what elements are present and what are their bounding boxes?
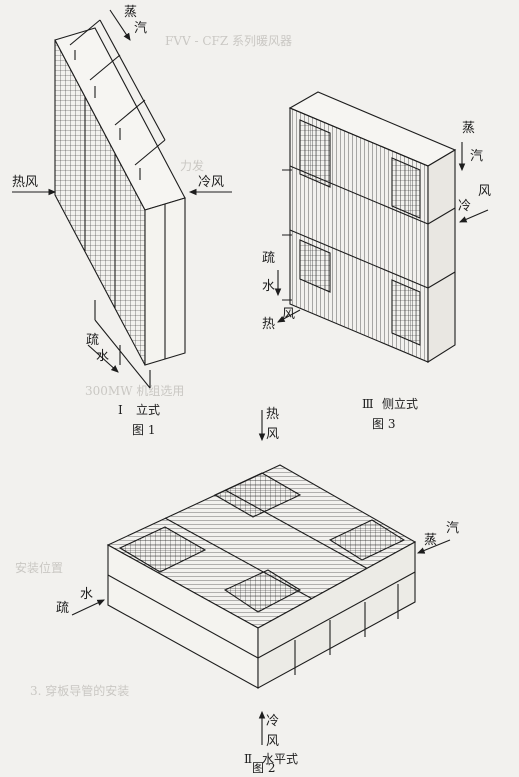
fig3-module-divider — [289, 229, 429, 289]
fig3-grid-zone — [299, 119, 331, 188]
fig1-steam-header — [69, 19, 166, 166]
fig2-module-divider — [224, 489, 371, 571]
fig2-caption-roman: Ⅱ — [244, 752, 252, 766]
fig3-cold-label-1: 冷 — [458, 199, 471, 214]
fig1-drain-label-1: 疏 — [86, 333, 99, 348]
fig1-drain-arrow — [87, 344, 119, 373]
bleed-header: FVV - CFZ 系列暖风器 — [165, 34, 292, 48]
fig3-cold-label-2: 风 — [478, 184, 491, 199]
fig1-steam-label-2: 汽 — [134, 21, 147, 36]
fig3-side-divider — [427, 271, 456, 289]
fig3-side-divider — [427, 207, 456, 225]
fig1-caption-roman: I — [118, 403, 123, 417]
bleed-line-4: 3. 穿板导管的安装 — [30, 683, 129, 698]
fig3-drain-label-1: 疏 — [262, 251, 275, 266]
fig2-drain-label-2: 水 — [80, 587, 93, 602]
fig1-caption-fig: 图 1 — [132, 423, 155, 437]
bleed-line-2: 力发 — [180, 158, 204, 173]
fig1-drain-pipe — [94, 300, 151, 389]
fig1-steam-stubs — [74, 50, 141, 180]
fig3-side-face — [427, 149, 456, 363]
fig2-grid-zone — [118, 526, 207, 573]
fig2-hot-label-2: 风 — [266, 427, 279, 442]
fig2-caption-fig: 图 2 — [252, 761, 275, 773]
figure-1-vertical-heater — [12, 9, 232, 389]
fig3-hot-label-2: 风 — [282, 307, 295, 322]
fig1-steam-arrow — [109, 9, 131, 41]
fig3-steam-label-2: 汽 — [470, 149, 483, 164]
fig2-steam-label-1: 汽 — [446, 521, 459, 536]
fig2-caption-type: 水平式 — [262, 752, 298, 766]
fig2-cold-label-1: 冷 — [266, 714, 279, 729]
fig1-hot-air-label: 热风 — [12, 175, 38, 190]
fig2-pipe-drops — [294, 584, 399, 675]
fig3-caption-roman: Ⅲ — [362, 397, 374, 411]
fig2-layer-line — [107, 574, 259, 659]
figure-3-side-vertical-heater — [274, 91, 489, 363]
fig3-drain-label-2: 水 — [262, 279, 275, 294]
fig1-drain-label-2: 水 — [96, 349, 109, 364]
fig2-layer-line — [257, 571, 416, 659]
fig2-module-divider — [164, 517, 319, 603]
fig3-grid-zone — [299, 239, 331, 293]
bleed-through-text: FVV - CFZ 系列暖风器 安装位置 力发 300MW 机组选用 3. 穿板… — [15, 34, 292, 698]
fig2-steam-arrow — [416, 539, 451, 554]
fig2-cold-label-2: 风 — [266, 734, 279, 749]
fig3-module-divider — [289, 165, 429, 225]
fig2-drain-label-1: 疏 — [56, 601, 69, 616]
fig1-steam-label-1: 蒸 — [124, 5, 137, 20]
fig2-grid-zone — [328, 519, 406, 561]
fig3-steam-label-1: 蒸 — [462, 121, 475, 136]
fig1-caption-type: 立式 — [136, 402, 160, 417]
bleed-line-3: 300MW 机组选用 — [85, 384, 184, 398]
fig3-drain-stubs — [282, 169, 292, 301]
fig2-grid-zone — [223, 569, 302, 613]
fig2-steam-label-2: 蒸 — [424, 533, 437, 548]
fig3-cold-air-arrow — [458, 209, 489, 223]
fig3-grid-zone — [391, 157, 421, 219]
fig3-caption-fig: 图 3 — [372, 417, 395, 431]
bleed-line-1: 安装位置 — [15, 560, 63, 575]
fig2-drain-arrow — [71, 599, 105, 616]
fig3-grid-zone — [391, 279, 421, 346]
fig3-hot-air-arrow — [277, 309, 301, 323]
fig3-hot-label-1: 热 — [262, 317, 275, 332]
fig2-grid-zone — [213, 472, 302, 518]
figure-2-horizontal-heater — [71, 410, 451, 745]
fig3-caption-type: 侧立式 — [382, 396, 418, 411]
fig1-cold-air-label: 冷风 — [198, 175, 224, 190]
fig2-hot-label-1: 热 — [266, 407, 279, 422]
